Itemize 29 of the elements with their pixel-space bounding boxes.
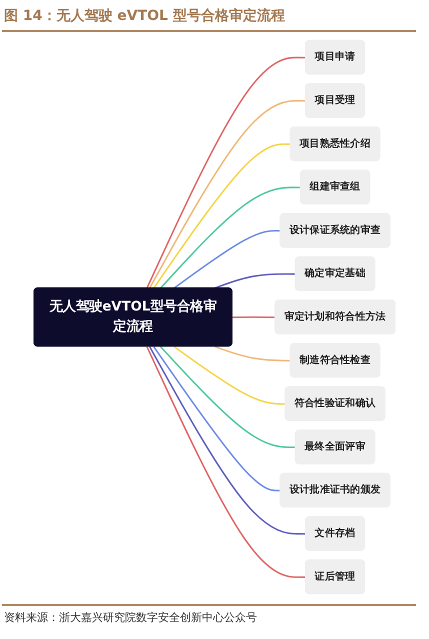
- step-box: 最终全面评审: [294, 430, 376, 464]
- step-box: 制造符合性检查: [290, 342, 380, 378]
- connector-line: [214, 346, 291, 362]
- connector-line: [232, 316, 276, 318]
- step-box: 项目申请: [305, 40, 366, 75]
- connector-line: [146, 56, 306, 288]
- step-box: 符合性验证和确认: [284, 386, 386, 421]
- connector-line: [153, 143, 291, 289]
- connector-line: [146, 346, 306, 578]
- step-box: 设计保证系统的审查: [280, 213, 390, 248]
- step-box: 文件存档: [305, 516, 366, 551]
- step-box: 项目受理: [305, 83, 366, 118]
- step-box: 组建审查组: [300, 170, 370, 204]
- connector-line: [174, 230, 280, 289]
- step-box: 设计批准证书的颁发: [280, 472, 390, 508]
- step-box: 证后管理: [305, 559, 366, 594]
- step-box: 审定计划和符合性方法: [274, 300, 396, 334]
- step-box: 确定审定基础: [294, 256, 376, 292]
- step-box: 项目熟悉性介绍: [290, 126, 380, 162]
- connector-line: [148, 346, 306, 535]
- connector-line: [148, 100, 306, 289]
- connector-line: [160, 346, 296, 448]
- connector-line: [214, 273, 296, 289]
- source-note: 资料来源：浙大嘉兴研究院数字安全创新中心公众号: [4, 610, 257, 625]
- connector-line: [174, 346, 286, 405]
- figure-title: 图 14：无人驾驶 eVTOL 型号合格审定流程: [4, 7, 285, 25]
- central-topic-box: 无人驾驶eVTOL型号合格审定流程: [34, 287, 232, 347]
- connector-line: [153, 346, 280, 492]
- connector-line: [160, 186, 301, 289]
